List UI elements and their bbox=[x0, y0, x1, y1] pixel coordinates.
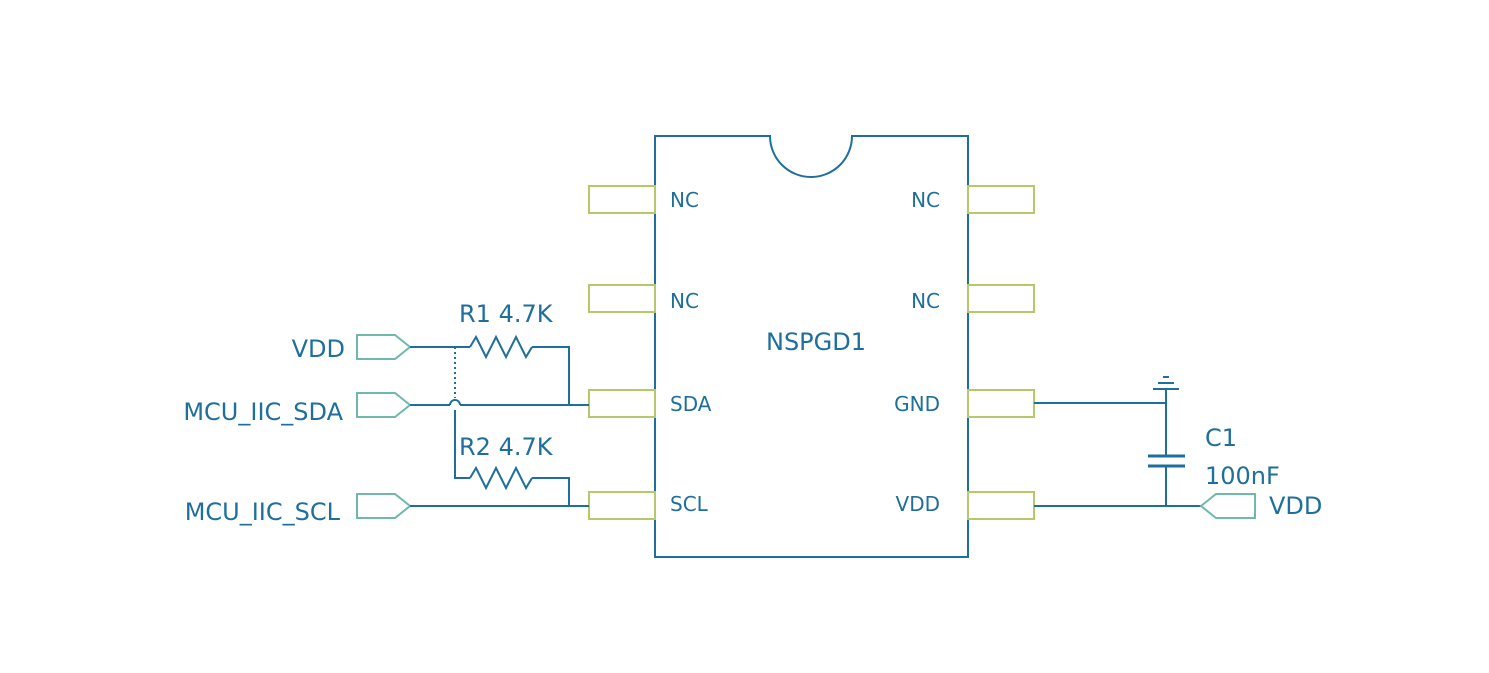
pin-label-right-4: VDD bbox=[896, 492, 940, 516]
pin-label-left-4: SCL bbox=[670, 492, 709, 516]
wire-sda-hop bbox=[449, 399, 461, 406]
capacitor-c1-ref: C1 bbox=[1205, 424, 1237, 452]
ic-body bbox=[654, 135, 969, 558]
pin-pad-left-1 bbox=[588, 185, 656, 214]
capacitor-c1-value: 100nF bbox=[1205, 462, 1280, 490]
pin-pad-left-4 bbox=[588, 491, 656, 520]
pin-pad-right-4 bbox=[967, 491, 1035, 520]
net-label-scl: MCU_IIC_SCL bbox=[185, 498, 341, 526]
wire-r1-to-sda bbox=[532, 346, 570, 405]
pin-label-left-3: SDA bbox=[670, 392, 712, 416]
pin-label-left-2: NC bbox=[670, 289, 699, 313]
resistor-r1 bbox=[469, 334, 533, 360]
net-label-right-vdd: VDD bbox=[1269, 492, 1322, 520]
net-label-sda: MCU_IIC_SDA bbox=[183, 398, 343, 426]
pin-pad-right-3 bbox=[967, 389, 1035, 418]
ic-nspgd1: NSPGD1 bbox=[654, 135, 969, 558]
wire-gnd bbox=[1034, 389, 1167, 404]
resistor-r2 bbox=[469, 465, 533, 491]
pin-label-right-3: GND bbox=[894, 392, 940, 416]
net-port-scl bbox=[356, 493, 412, 519]
pin-label-right-1: NC bbox=[911, 188, 940, 212]
pin-pad-right-2 bbox=[967, 284, 1035, 313]
wire-r2-to-scl bbox=[532, 477, 570, 506]
wire-vdd-to-r2 bbox=[454, 410, 470, 479]
pin-label-right-2: NC bbox=[911, 289, 940, 313]
pin-label-left-1: NC bbox=[670, 188, 699, 212]
net-port-right-vdd bbox=[1199, 493, 1256, 519]
ground-icon bbox=[1153, 376, 1179, 390]
pin-pad-left-2 bbox=[588, 284, 656, 313]
net-port-left-vdd bbox=[356, 334, 412, 360]
ic-name: NSPGD1 bbox=[766, 328, 866, 356]
net-label-left-vdd: VDD bbox=[292, 335, 345, 363]
resistor-r1-label: R1 4.7K bbox=[459, 300, 554, 328]
pin-pad-left-3 bbox=[588, 389, 656, 418]
pin-pad-right-1 bbox=[967, 185, 1035, 214]
resistor-r2-label: R2 4.7K bbox=[459, 433, 554, 461]
net-port-sda bbox=[356, 392, 412, 418]
